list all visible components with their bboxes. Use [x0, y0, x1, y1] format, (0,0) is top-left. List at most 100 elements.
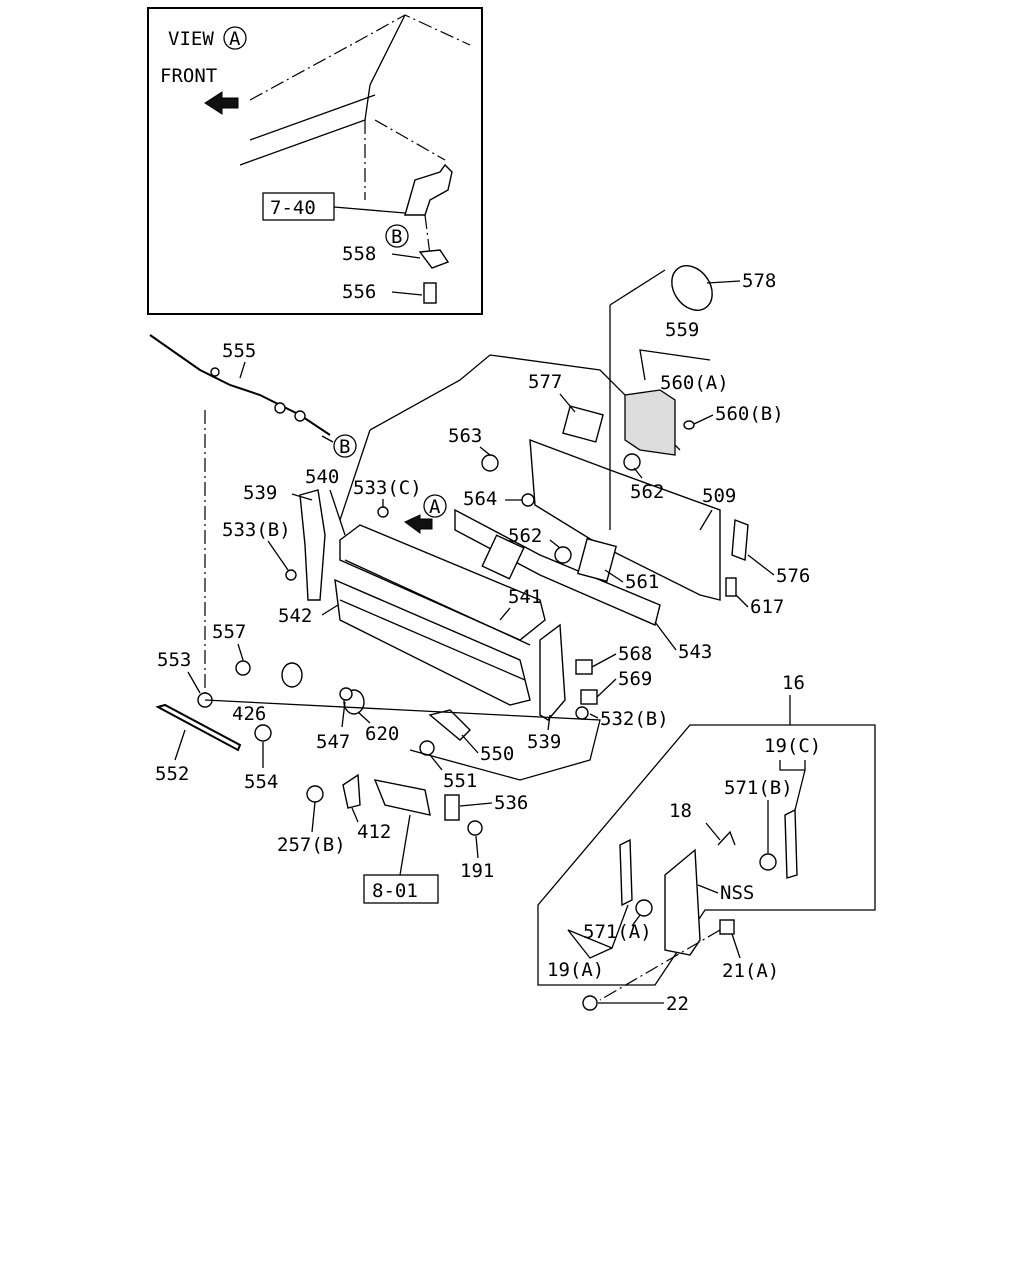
callout-533b: 533(B): [222, 519, 291, 541]
bracket-412: [342, 773, 361, 809]
inset-view-a: VIEW A FRONT 7-40 B 558 556: [147, 7, 483, 315]
view-label: VIEW: [168, 28, 214, 50]
callout-19a: 19(A): [547, 959, 604, 981]
callout-circle-a: [423, 494, 447, 518]
clip-533c: [377, 506, 389, 518]
callout-22: 22: [666, 993, 689, 1015]
clip-554: [254, 724, 272, 742]
bracket-550: [428, 709, 471, 741]
clip-21a: [719, 919, 735, 935]
callout-533c: 533(C): [353, 477, 422, 499]
part-18: [717, 830, 736, 846]
corner-panel-nss: [664, 848, 701, 956]
callout-nss: NSS: [720, 882, 754, 904]
view-circle-letter: A: [229, 28, 241, 50]
callout-569: 569: [618, 668, 652, 690]
callout-circle-b: [333, 434, 357, 458]
part-560a: [624, 389, 676, 456]
callout-563: 563: [448, 425, 482, 447]
view-a-arrow-icon: [404, 514, 433, 534]
callout-509: 509: [702, 485, 736, 507]
callout-561: 561: [625, 571, 659, 593]
callout-560a: 560(A): [660, 372, 729, 394]
callout-circle-b-letter: B: [339, 436, 350, 458]
callout-18: 18: [669, 800, 692, 822]
screw-22: [582, 995, 598, 1011]
rod-552: [155, 703, 242, 752]
callout-541: 541: [508, 586, 542, 608]
bolt-532b: [575, 706, 589, 720]
callout-532b: 532(B): [600, 708, 669, 730]
callout-557: 557: [212, 621, 246, 643]
callouts: 578 559 560(A) 560(B) 577 563 555 B 562 …: [155, 270, 821, 1015]
callout-578: 578: [742, 270, 776, 292]
clip-557: [235, 660, 251, 676]
nut-564: [521, 493, 535, 507]
callout-576: 576: [776, 565, 810, 587]
callout-16: 16: [782, 672, 805, 694]
callout-577: 577: [528, 371, 562, 393]
callout-617: 617: [750, 596, 784, 618]
part-561: [576, 537, 618, 583]
callout-550: 550: [480, 743, 514, 765]
callout-620: 620: [365, 723, 399, 745]
callout-543: 543: [678, 641, 712, 663]
main-assembly: [149, 265, 749, 836]
callout-536: 536: [494, 792, 528, 814]
ref-box-8-01: [363, 874, 439, 904]
bolt-562-mid: [554, 546, 572, 564]
callout-191: 191: [460, 860, 494, 882]
strip-19c: [784, 808, 798, 879]
front-arrow-icon: [204, 91, 239, 115]
inset-body-edge-2: [249, 94, 376, 141]
callout-551: 551: [443, 770, 477, 792]
callout-21a: 21(A): [722, 960, 779, 982]
callout-426: 426: [232, 703, 266, 725]
callout-555: 555: [222, 340, 256, 362]
part-556-bolt: [423, 282, 437, 304]
clip-571a: [635, 899, 653, 917]
part-617: [725, 577, 737, 597]
callout-562-top: 562: [630, 481, 664, 503]
grille-upper-541: [339, 524, 546, 641]
callout-542: 542: [278, 605, 312, 627]
inset-body-edge: [239, 14, 406, 166]
inset-body-dash: [249, 14, 471, 101]
callout-571b: 571(B): [724, 777, 793, 799]
inset-leader-558: [424, 214, 431, 256]
inset-bracket: [404, 163, 453, 216]
bolt-562-top: [623, 453, 641, 471]
support-509: [529, 438, 721, 601]
ref-8-01: 8-01: [372, 880, 418, 902]
part-568: [575, 659, 593, 675]
callout-540: 540: [305, 466, 339, 488]
callout-circle-a-letter: A: [429, 496, 441, 518]
callout-554: 554: [244, 771, 278, 793]
callout-560b: 560(B): [715, 403, 784, 425]
front-label: FRONT: [160, 65, 217, 87]
part-569: [580, 689, 598, 705]
callout-552: 552: [155, 763, 189, 785]
inset-circle-b-letter: B: [391, 226, 402, 248]
lamp-part: [373, 779, 431, 816]
callout-559: 559: [665, 319, 699, 341]
clip-571b: [759, 853, 777, 871]
part-558-clip: [418, 249, 450, 269]
bracket-539-right: [539, 623, 566, 721]
inset-leader-dash-2: [374, 119, 446, 161]
part-577: [562, 405, 604, 443]
callout-562-mid: 562: [508, 525, 542, 547]
callout-257b: 257(B): [277, 834, 346, 856]
part-578: [671, 265, 713, 311]
bolt-191: [467, 820, 483, 836]
view-circle: [223, 26, 247, 50]
callout-568: 568: [618, 643, 652, 665]
bolt-563: [481, 454, 499, 472]
part-560b: [683, 420, 695, 430]
bracket-536: [444, 794, 460, 821]
bolt-257b: [306, 785, 324, 803]
group-frame-16: [537, 695, 876, 986]
clip-547: [339, 687, 353, 701]
callout-19c: 19(C): [764, 735, 821, 757]
callout-547: 547: [316, 731, 350, 753]
